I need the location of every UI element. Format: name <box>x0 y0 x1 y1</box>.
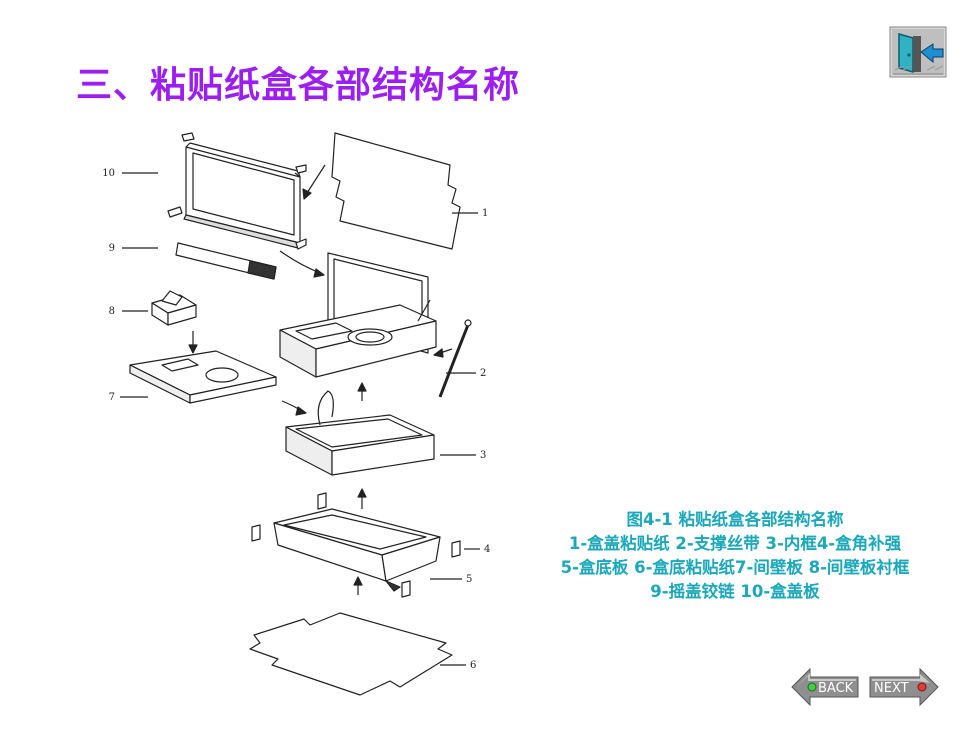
label-part-2: 2 <box>480 368 486 379</box>
box-exploded-diagram: 10 1 9 <box>100 125 520 715</box>
part-support-ribbon <box>438 319 472 398</box>
caption-line-4: 9-摇盖铰链 10-盒盖板 <box>650 582 820 601</box>
part-lid-paper <box>331 132 461 250</box>
page-title: 三、粘贴纸盒各部结构名称 <box>76 65 521 106</box>
part-partition-board <box>129 350 277 404</box>
exit-button[interactable] <box>889 26 947 78</box>
label-part-7: 7 <box>109 392 115 403</box>
label-part-5: 5 <box>466 574 472 585</box>
back-arrow-icon: BACK <box>791 667 859 707</box>
exit-door-icon <box>889 26 947 78</box>
figure-caption: 图4-1 粘贴纸盒各部结构名称 1-盒盖粘贴纸 2-支撑丝带 3-内框4-盒角补… <box>500 508 970 604</box>
label-part-3: 3 <box>480 450 486 461</box>
label-part-10: 10 <box>102 168 115 179</box>
part-hinge <box>175 242 277 280</box>
next-button[interactable]: NEXT <box>868 667 940 707</box>
part-partition-liner <box>151 290 197 326</box>
part-lid-board <box>167 132 307 250</box>
label-part-9: 9 <box>109 243 115 254</box>
part-assembled-box <box>279 252 437 378</box>
part-corner-reinforcement <box>251 492 461 598</box>
caption-line-2: 1-盒盖粘贴纸 2-支撑丝带 3-内框4-盒角补强 <box>568 534 902 553</box>
caption-title: 图4-1 粘贴纸盒各部结构名称 <box>626 510 844 529</box>
part-base-paper <box>249 612 453 696</box>
back-label: BACK <box>818 681 854 696</box>
next-label: NEXT <box>874 681 909 696</box>
label-part-4: 4 <box>484 544 490 555</box>
label-part-1: 1 <box>482 208 488 219</box>
back-button[interactable]: BACK <box>790 667 860 707</box>
caption-line-3: 5-盒底板 6-盒底粘贴纸7-间壁板 8-间壁板衬框 <box>560 558 910 577</box>
part-base-board <box>273 508 441 592</box>
label-part-6: 6 <box>470 660 476 671</box>
label-part-8: 8 <box>109 306 115 317</box>
next-arrow-icon: NEXT <box>869 667 939 707</box>
part-inner-frame <box>285 390 435 476</box>
